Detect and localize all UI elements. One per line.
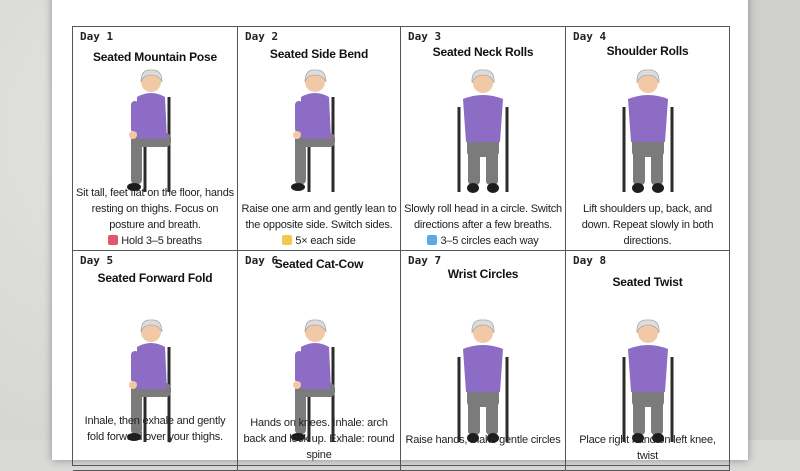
- exercise-instructions: Raise one arm and gently lean to the opp…: [238, 201, 400, 249]
- exercise-illustration: [622, 68, 673, 195]
- day-label: Day 6: [245, 254, 279, 267]
- day-label: Day 3: [408, 30, 442, 43]
- exercise-illustration: [457, 318, 509, 445]
- exercise-description: Raise hands, make gentle circles: [405, 434, 561, 446]
- day-card: Day 3 Seated Neck Rolls Slowly roll head…: [401, 27, 566, 251]
- exercise-illustration: [622, 318, 673, 445]
- pointing-hand-icon: [282, 235, 293, 245]
- day-card: Day 2 Seated Side Bend Raise one arm and…: [238, 27, 401, 251]
- exercise-description: Place right hand on left knee, twist: [579, 434, 716, 462]
- exercise-description: Hands on knees. Inhale: arch back and lo…: [243, 417, 395, 461]
- circle-arrow-icon: [427, 235, 438, 245]
- exercise-title: Seated Side Bend: [269, 47, 369, 61]
- exercise-title: Seated Forward Fold: [97, 271, 213, 285]
- day-label: Day 7: [408, 254, 442, 267]
- exercise-instructions: Raise hands, make gentle circles: [401, 432, 565, 448]
- exercise-grid: Day 1 Seated Mountain Pose Sit tall, fee…: [72, 26, 730, 471]
- exercise-description: Raise one arm and gently lean to the opp…: [241, 203, 397, 231]
- repetitions-text: 5× each side: [295, 235, 356, 247]
- exercise-instructions: Hands on knees. Inhale: arch back and lo…: [238, 415, 400, 463]
- exercise-illustration: [125, 68, 173, 194]
- exercise-title: Seated Neck Rolls: [432, 45, 534, 59]
- day-card: Day 1 Seated Mountain Pose Sit tall, fee…: [73, 27, 238, 251]
- exercise-title: Seated Twist: [612, 275, 683, 289]
- exercise-title: Seated Mountain Pose: [92, 50, 218, 64]
- exercise-instructions: Lift shoulders up, back, and down. Repea…: [566, 201, 729, 250]
- day-card: Day 8 Seated Twist Place right hand on l…: [566, 251, 730, 471]
- day-card: Day 4 Shoulder Rolls Lift shoulders up, …: [566, 27, 730, 251]
- exercise-instructions: Sit tall, feet flat on the floor, hands …: [73, 185, 237, 249]
- exercise-title: Seated Cat-Cow: [274, 257, 364, 271]
- repetitions-text: 3–5 circles each way: [440, 235, 539, 247]
- day-label: Day 8: [573, 254, 607, 267]
- repetitions-text: Hold 3–5 breaths: [121, 235, 202, 247]
- repetitions: 3–5 circles each way: [404, 233, 562, 249]
- exercise-title: Shoulder Rolls: [606, 44, 689, 58]
- exercise-description: Inhale, then exhale and gently fold forw…: [84, 415, 226, 443]
- exercise-instructions: Slowly roll head in a circle. Switch dir…: [401, 201, 565, 249]
- day-label: Day 1: [80, 30, 114, 43]
- exercise-description: Lift shoulders up, back, and down. Repea…: [581, 203, 714, 247]
- day-label: Day 2: [245, 30, 279, 43]
- meditation-icon: [108, 235, 119, 245]
- exercise-description: Slowly roll head in a circle. Switch dir…: [404, 203, 562, 231]
- repetitions: 5× each side: [241, 233, 397, 249]
- day-card: Day 7 Wrist Circles Raise hands, make ge…: [401, 251, 566, 471]
- exercise-title: Wrist Circles: [447, 267, 519, 281]
- repetitions: Hold 3–5 breaths: [76, 233, 234, 249]
- exercise-instructions: Inhale, then exhale and gently fold forw…: [73, 413, 237, 445]
- exercise-illustration: [457, 68, 509, 195]
- day-card: Day 5 Seated Forward Fold Inhale, then e…: [73, 251, 238, 471]
- exercise-illustration: [289, 68, 337, 194]
- day-label: Day 4: [573, 30, 607, 43]
- day-card: Day 6 Seated Cat-Cow Hands on knees. Inh…: [238, 251, 401, 471]
- day-label: Day 5: [80, 254, 114, 267]
- exercise-instructions: Place right hand on left knee, twist: [566, 432, 729, 464]
- exercise-description: Sit tall, feet flat on the floor, hands …: [76, 187, 234, 231]
